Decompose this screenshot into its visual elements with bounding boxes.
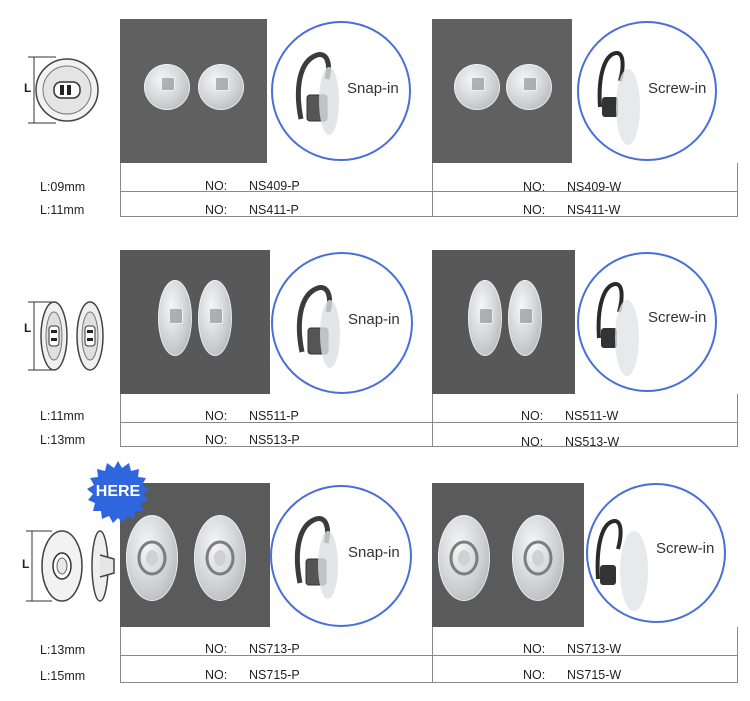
product-photo [120, 250, 270, 394]
nose-pad-diagram [28, 56, 99, 124]
nose-pad-diagram [26, 530, 115, 602]
snap-in-arm-icon [294, 516, 338, 599]
detail-photo: Snap-in [270, 483, 432, 627]
product-code: NS409-W [567, 180, 622, 194]
snap-in-arm-icon [295, 52, 339, 135]
no-label: NO: [521, 409, 544, 423]
product-photo [432, 483, 584, 627]
no-label: NO: [205, 179, 228, 193]
product-code: NS411-W [567, 203, 621, 217]
product-code: NS713-P [249, 642, 300, 656]
detail-photo: Snap-in [267, 19, 432, 163]
here-badge-icon [87, 461, 149, 523]
snap-in-label: Snap-in [348, 311, 400, 328]
no-label: NO: [521, 435, 544, 449]
no-label: NO: [205, 433, 228, 447]
screw-in-arm-icon [597, 51, 640, 145]
snap-in-product-panel: Snap-in [120, 19, 432, 163]
detail-photo: Snap-in [270, 250, 432, 394]
no-label: NO: [523, 642, 546, 656]
snap-in-label: Snap-in [347, 80, 399, 97]
screw-in-arm-icon [596, 282, 639, 376]
screw-in-label: Screw-in [656, 540, 715, 557]
product-code: NS513-P [249, 433, 300, 447]
diagram-l-label: L [22, 557, 30, 571]
snap-in-label: Snap-in [348, 544, 400, 561]
product-code: NS511-W [565, 409, 619, 423]
size-label: L:13mm [40, 643, 86, 657]
nose-pad-diagram [28, 301, 104, 371]
no-label: NO: [523, 180, 546, 194]
diagram-l-label: L [24, 81, 32, 95]
no-label: NO: [523, 668, 546, 682]
product-code: NS409-P [249, 179, 300, 193]
no-label: NO: [205, 668, 228, 682]
product-photo [432, 250, 575, 394]
product-photo [432, 19, 572, 163]
screw-in-arm-icon [595, 519, 648, 611]
product-code: NS715-W [567, 668, 622, 682]
detail-photo: Screw-in [584, 483, 738, 627]
no-label: NO: [205, 409, 228, 423]
screw-in-label: Screw-in [648, 309, 707, 326]
product-photo [120, 19, 267, 163]
product-code: NS513-W [565, 435, 620, 449]
diagram-l-label: L [24, 321, 32, 335]
size-label: L:11mm [40, 409, 85, 423]
screw-in-product-panel: Screw-in [432, 483, 738, 627]
screw-in-product-panel: Screw-in [432, 250, 738, 394]
no-label: NO: [205, 203, 228, 217]
size-label: L:15mm [40, 669, 86, 683]
size-label: L:11mm [40, 203, 85, 217]
snap-in-product-panel: Snap-in [120, 250, 432, 394]
product-code: NS511-P [249, 409, 299, 423]
product-code: NS411-P [249, 203, 299, 217]
product-code: NS713-W [567, 642, 622, 656]
size-label: L:13mm [40, 433, 86, 447]
here-badge: HERE [95, 483, 141, 500]
detail-photo: Screw-in [572, 19, 738, 163]
product-code: NS715-P [249, 668, 300, 682]
no-label: NO: [523, 203, 546, 217]
screw-in-label: Screw-in [648, 80, 707, 97]
snap-in-arm-icon [296, 285, 340, 368]
size-label: L:09mm [40, 180, 86, 194]
detail-photo: Screw-in [575, 250, 738, 394]
snap-in-product-panel: Snap-in [120, 483, 432, 627]
screw-in-product-panel: Screw-in [432, 19, 738, 163]
no-label: NO: [205, 642, 228, 656]
